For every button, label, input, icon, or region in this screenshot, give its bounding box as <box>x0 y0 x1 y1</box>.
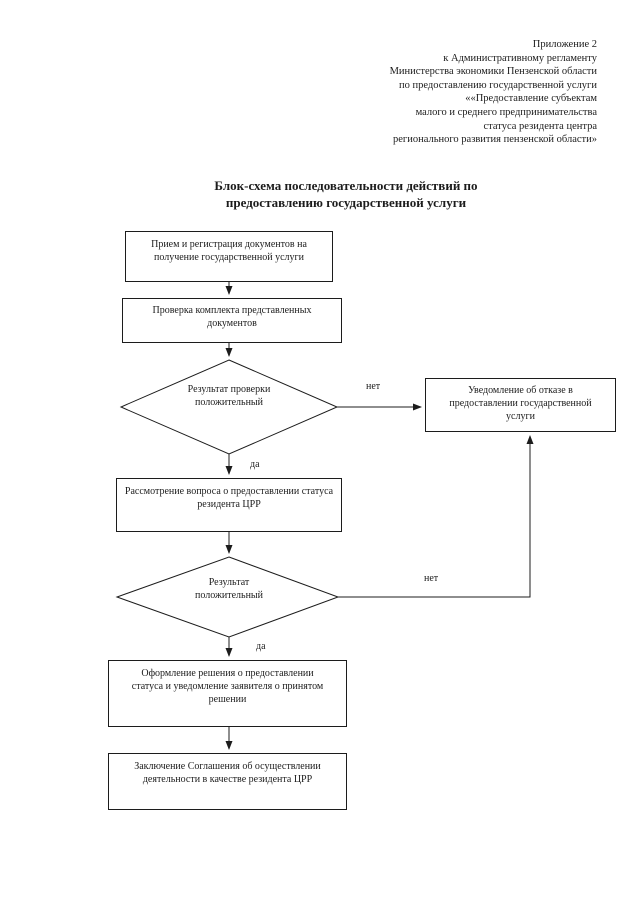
flow-step-receive: Прием и регистрация документов на получе… <box>125 231 333 282</box>
page-title-line: Блок-схема последовательности действий п… <box>214 178 478 193</box>
header-line: Министерства экономики Пензенской област… <box>389 66 597 78</box>
arrow-decision2-no-to-refusal <box>338 435 534 598</box>
flow-step-formalize: Оформление решения о предоставлении стат… <box>108 660 347 727</box>
header-line: по предоставлению государственной услуги <box>399 79 597 91</box>
edge-label-no-2: нет <box>424 573 439 584</box>
header-line: регионального развития пензенской област… <box>393 134 597 146</box>
decision-final-result-label: Результат положительный <box>194 577 263 601</box>
header-line: малого и среднего предпринимательства <box>415 106 597 118</box>
decision-check-result-label: Результат проверки положительный <box>187 384 271 408</box>
flow-step-check: Проверка комплекта представленных докуме… <box>122 298 342 343</box>
edge-label-no-1: нет <box>366 381 381 392</box>
edge-label-yes-1: да <box>250 459 260 470</box>
flow-step-consider: Рассмотрение вопроса о предоставлении ст… <box>116 478 342 532</box>
header-line: статуса резидента центра <box>483 120 598 132</box>
page-title: Блок-схема последовательности действий п… <box>56 178 636 211</box>
flow-step-agreement: Заключение Соглашения об осуществлении д… <box>108 753 347 810</box>
header-line: ««Предоставление субъектам <box>465 93 597 105</box>
page-title-line: предоставлению государственной услуги <box>225 194 467 210</box>
flow-step-refusal: Уведомление об отказе в предоставлении г… <box>425 378 616 432</box>
header-line: к Административному регламенту <box>443 52 597 64</box>
edge-label-yes-2: да <box>256 641 266 652</box>
header-line: Приложение 2 <box>532 39 597 50</box>
document-header: Приложение 2 к Административному регламе… <box>257 38 597 147</box>
